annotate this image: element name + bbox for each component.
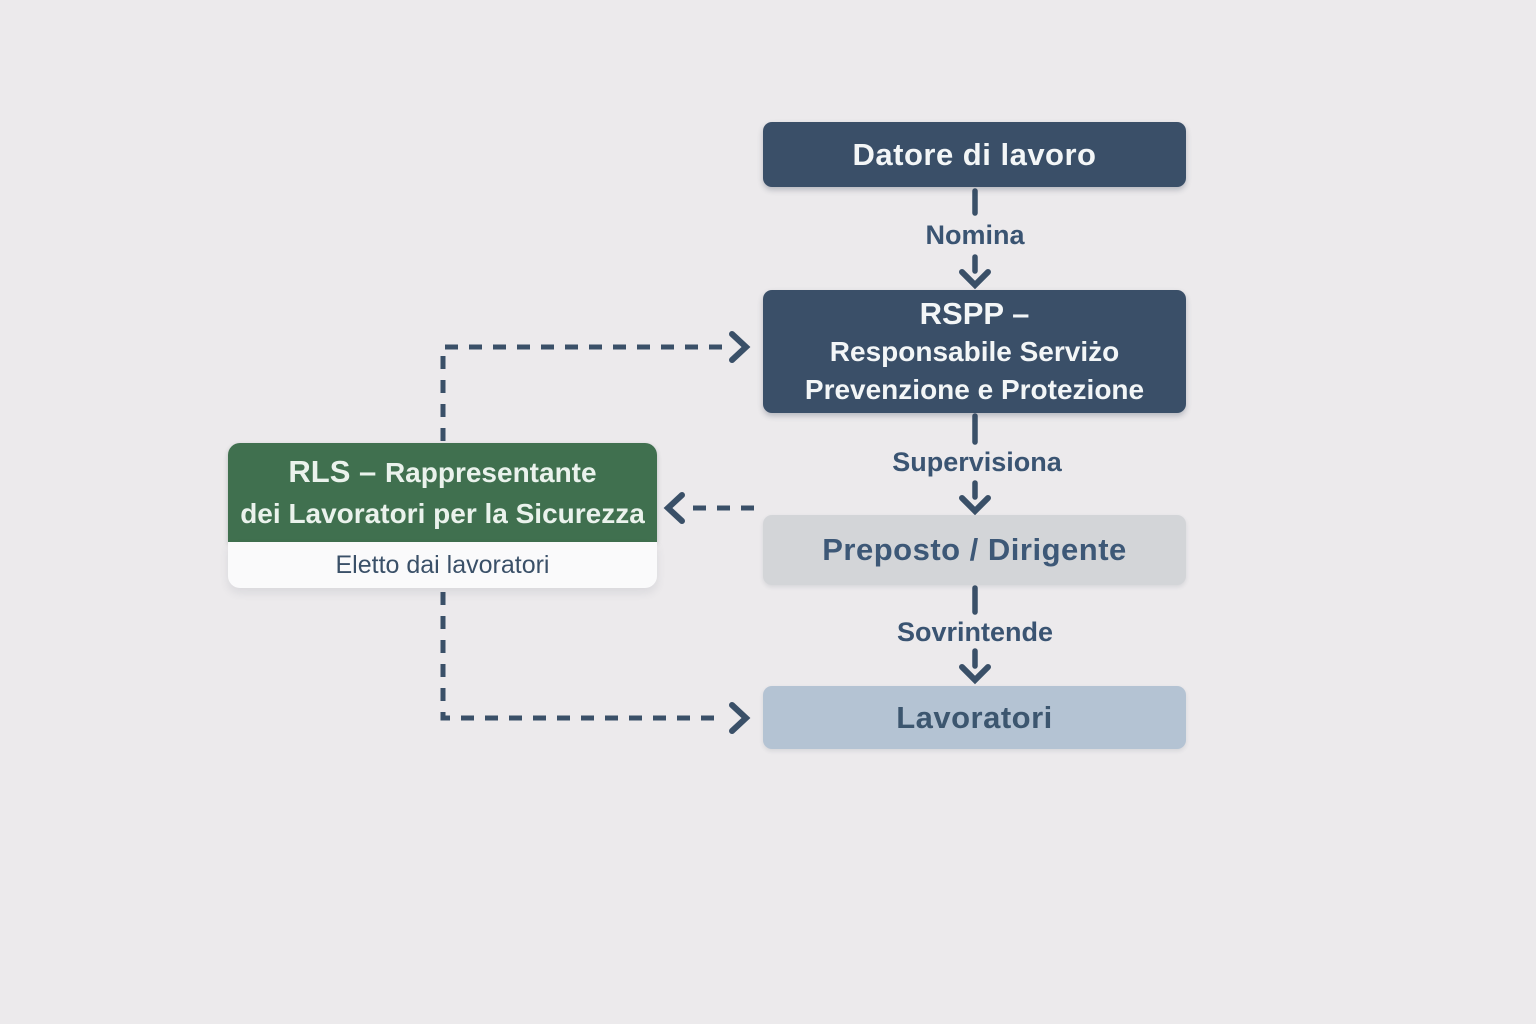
node-rls-subtitle: Eletto dai lavoratori (335, 550, 550, 579)
node-preposto-dirigente: Preposto / Dirigente (763, 515, 1186, 585)
arrow-right-icon (729, 331, 751, 363)
node-datore-di-lavoro: Datore di lavoro (763, 122, 1186, 187)
node-lavoratori: Lavoratori (763, 686, 1186, 749)
node-rspp: RSPP – Responsabile Serviżo Prevenzione … (763, 290, 1186, 413)
arrow-down-icon (959, 495, 991, 516)
node-datore-label: Datore di lavoro (852, 136, 1097, 172)
node-rls-title-rest: Rappresentante (384, 456, 597, 488)
node-rls-line2: dei Lavoratori per la Sicurezza (240, 497, 645, 529)
arrow-down-icon (959, 664, 991, 685)
edge-label-sovrintende: Sovrintende (896, 617, 1054, 647)
node-rls-subtitle-strip: Eletto dai lavoratori (228, 542, 657, 588)
node-rspp-line3: Prevenzione e Protezione (804, 373, 1145, 405)
dashed-edge-rls-to-rspp (440, 344, 724, 441)
node-rls-line1: RLS –Rappresentante (288, 454, 596, 496)
dashed-edge-rls-to-lavoratori (440, 592, 724, 721)
arrow-left-icon (663, 492, 685, 524)
node-rls-abbr: RLS – (288, 453, 377, 489)
node-lavoratori-label: Lavoratori (896, 699, 1053, 735)
arrow-down-icon (959, 269, 991, 290)
node-preposto-label: Preposto / Dirigente (822, 532, 1127, 567)
node-rspp-line2: Responsabile Serviżo (829, 335, 1120, 367)
edge-label-nomina: Nomina (925, 220, 1025, 250)
edge-label-supervisiona: Supervisiona (892, 447, 1062, 477)
arrow-right-icon (729, 702, 751, 734)
node-rls: RLS –Rappresentante dei Lavoratori per l… (228, 443, 657, 542)
node-rspp-line1: RSPP – (919, 295, 1030, 331)
